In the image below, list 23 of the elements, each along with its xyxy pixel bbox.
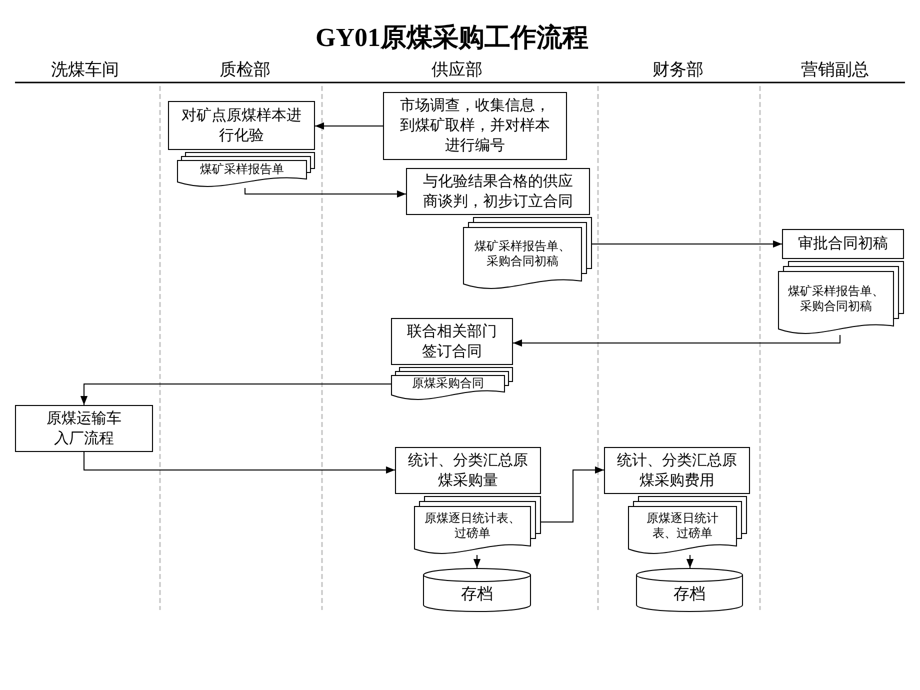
arrow (540, 466, 604, 522)
process-box: 审批合同初稿 (782, 229, 904, 259)
process-box: 与化验结果合格的供应商谈判，初步订立合同 (406, 168, 590, 215)
process-box: 统计、分类汇总原煤采购量 (395, 447, 541, 494)
arrow (80, 384, 392, 406)
arrow (686, 554, 694, 568)
process-box: 市场调查，收集信息，到煤矿取样，并对样本进行编号 (383, 92, 567, 160)
process-box: 对矿点原煤样本进行化验 (168, 101, 315, 150)
lane-header: 财务部 (652, 59, 704, 81)
lane-header: 营销副总 (801, 59, 869, 81)
lane-header: 供应部 (432, 59, 482, 81)
arrow (314, 122, 384, 130)
subprocess-box: 原煤运输车入厂流程 (15, 405, 153, 452)
process-box: 联合相关部门签订合同 (391, 318, 513, 365)
lane-header: 洗煤车间 (51, 59, 119, 81)
arrow (592, 240, 782, 248)
arrow (473, 554, 481, 568)
arrow (84, 452, 396, 474)
arrow (244, 188, 406, 198)
diagram-title: GY01原煤采购工作流程 (316, 22, 588, 54)
arrow (512, 334, 840, 347)
process-box: 统计、分类汇总原煤采购费用 (604, 447, 750, 494)
lane-header: 质检部 (220, 59, 270, 81)
